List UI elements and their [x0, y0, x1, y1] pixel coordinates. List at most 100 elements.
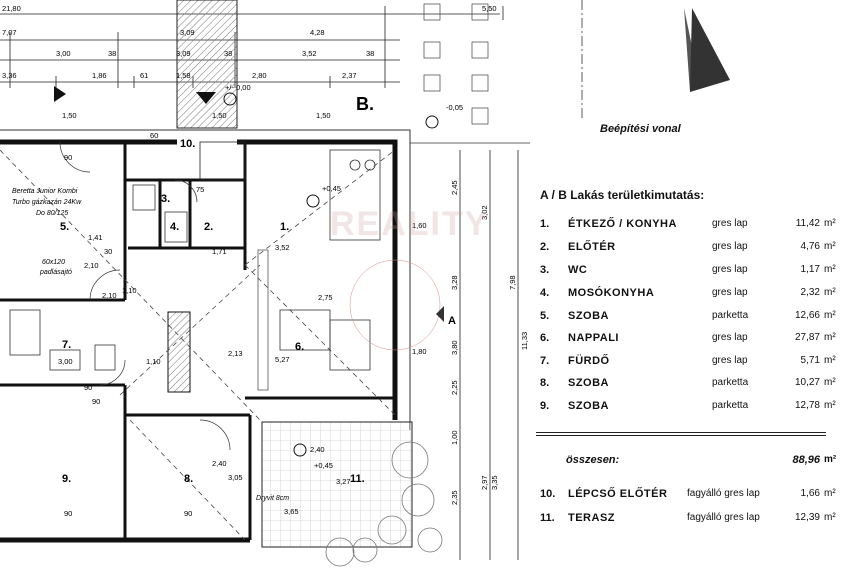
row-material: gres lap	[712, 332, 748, 343]
dim-text: 38	[366, 49, 374, 58]
row-number: 5.	[540, 310, 550, 322]
row-material: gres lap	[712, 241, 748, 252]
row-number: 8.	[540, 377, 550, 389]
dim-text: 90	[92, 397, 100, 406]
legend-title: A / B Lakás területkimutatás:	[540, 188, 705, 202]
legend-row: 2. ELŐTÉR gres lap 4,76 m²	[530, 241, 850, 261]
boiler-note: Do 80/125	[36, 210, 68, 217]
dim-text: 1,50	[316, 111, 331, 120]
row-unit: m²	[824, 355, 836, 366]
garden-trees	[325, 441, 443, 567]
row-area: 12,39	[794, 512, 820, 523]
plan-notes: Beretta Junior Kombi Turbo gázkazán 24Kw…	[12, 188, 289, 502]
dim-text: 3,35	[490, 475, 499, 490]
row-unit: m²	[824, 488, 836, 499]
dim-text: 7,98	[508, 275, 517, 290]
row-unit: m²	[824, 377, 836, 388]
dim-text: 2,97	[480, 475, 489, 490]
top-dimension-text: 21,80 5,50 7,07 3,09 4,28 3,00 38 3,09 3…	[2, 4, 497, 80]
legend-row: 1. ÉTKEZŐ / KONYHA gres lap 11,42 m²	[530, 218, 850, 238]
row-number: 11.	[540, 512, 555, 524]
row-number: 2.	[540, 241, 550, 253]
dim-text: 75	[196, 185, 204, 194]
legend-row: 11. TERASZ fagyálló gres lap 12,39 m²	[530, 512, 850, 532]
row-material: parketta	[712, 310, 749, 321]
dim-text: 3,28	[450, 275, 459, 290]
level-markers	[54, 86, 439, 457]
row-name: WC	[568, 264, 588, 276]
row-number: 10.	[540, 488, 556, 500]
room-number: 1.	[280, 221, 289, 233]
row-name: SZOBA	[568, 310, 609, 322]
row-area: 12,78	[794, 400, 820, 411]
dim-text: 2,10	[102, 291, 117, 300]
dim-text: 3,27	[336, 477, 351, 486]
attic-note: 60x120	[42, 259, 65, 266]
dim-text: 1,50	[62, 111, 77, 120]
row-number: 1.	[540, 218, 550, 230]
row-number: 7.	[540, 355, 550, 367]
room-number: 5.	[60, 221, 69, 233]
row-material: fagyálló gres lap	[687, 488, 760, 499]
total-value: 88,96	[792, 454, 820, 466]
row-number: 9.	[540, 400, 550, 412]
dim-text: 1,86	[92, 71, 107, 80]
row-unit: m²	[824, 287, 836, 298]
building-line-label: Beépítési vonal	[600, 123, 681, 135]
dim-text: 90	[184, 509, 192, 518]
dim-text: 2,25	[450, 380, 459, 395]
row-material: gres lap	[712, 287, 748, 298]
attic-note: padlásajtó	[39, 269, 72, 276]
section-a-marker	[436, 306, 444, 322]
row-material: fagyálló gres lap	[687, 512, 760, 523]
legend-row: 9. SZOBA parketta 12,78 m²	[530, 400, 850, 420]
row-name: NAPPALI	[568, 332, 619, 344]
room-number: 4.	[170, 221, 179, 233]
dim-text: 2,80	[252, 71, 267, 80]
row-area: 4,76	[800, 241, 820, 252]
dim-text: 1,60	[412, 221, 427, 230]
row-unit: m²	[824, 400, 836, 411]
row-unit: m²	[824, 512, 836, 523]
row-name: SZOBA	[568, 377, 609, 389]
dim-text: 5,50	[482, 4, 497, 13]
dim-text: 1,71	[212, 247, 227, 256]
row-name: LÉPCSŐ ELŐTÉR	[568, 488, 668, 500]
level-text: +0,45	[322, 184, 341, 193]
dim-text: 30	[104, 247, 112, 256]
dim-text: 3,05	[228, 473, 243, 482]
kitchen-furniture	[279, 149, 441, 371]
row-material: parketta	[712, 400, 749, 411]
row-name: TERASZ	[568, 512, 615, 524]
row-material: gres lap	[712, 218, 748, 229]
boiler-note: Turbo gázkazán 24Kw	[12, 199, 82, 206]
legend-row: 4. MOSÓKONYHA gres lap 2,32 m²	[530, 287, 850, 307]
level-text: +0,45	[314, 461, 333, 470]
dim-text: 3,52	[302, 49, 317, 58]
dim-text: 3,52	[275, 243, 290, 252]
dim-text: 1,00	[450, 430, 459, 445]
row-name: FÜRDŐ	[568, 355, 610, 367]
section-a-label: A	[448, 315, 456, 327]
dim-text: 1,10	[122, 286, 137, 295]
legend-total: összesen: 88,96 m²	[530, 454, 850, 474]
terrace	[261, 421, 413, 548]
inner-walls	[0, 142, 395, 540]
row-area: 11,42	[795, 218, 820, 229]
dim-text: 60	[150, 131, 158, 140]
room-number: 3.	[161, 193, 170, 205]
room-numbers: 1. 2. 3. 4. 5. 6. 7. 8. 9. 10. 11.	[60, 138, 365, 485]
dim-text: 2,35	[450, 490, 459, 505]
row-name: MOSÓKONYHA	[568, 287, 655, 299]
north-arrow-icon	[684, 8, 730, 92]
dim-text: 4,28	[310, 28, 325, 37]
legend-row: 10. LÉPCSŐ ELŐTÉR fagyálló gres lap 1,66…	[530, 488, 850, 508]
dim-text: 3,80	[450, 340, 459, 355]
row-area: 27,87	[794, 332, 820, 343]
dim-text: 11,33	[520, 332, 529, 350]
room-number: 6.	[295, 341, 304, 353]
dim-text: 3,09	[180, 28, 195, 37]
row-unit: m²	[824, 264, 836, 275]
level-text: +/- 0,00	[225, 83, 251, 92]
watermark: REALITY	[330, 205, 490, 243]
